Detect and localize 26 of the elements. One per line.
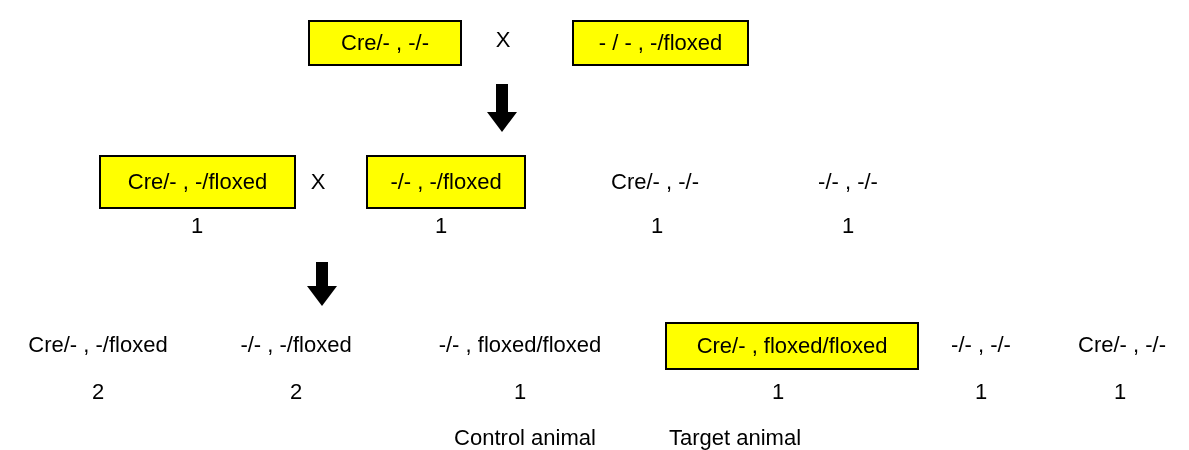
ratio-number: 1 xyxy=(190,213,204,239)
caption-label: Control animal xyxy=(454,425,596,450)
genotype-box: Cre/- , -/floxed xyxy=(99,155,296,209)
genotype-box: - / - , -/floxed xyxy=(572,20,749,66)
ratio-number: 2 xyxy=(289,379,303,405)
ratio-number: 1 xyxy=(771,379,785,405)
genotype-label: -/- , -/- xyxy=(818,169,878,195)
genotype-label: -/- , floxed/floxed xyxy=(438,332,602,358)
cross-symbol: X xyxy=(310,169,326,195)
genotype-label: Cre/- , -/- xyxy=(611,169,699,195)
genotype-box: Cre/- , floxed/floxed xyxy=(665,322,919,370)
ratio-number: 1 xyxy=(513,379,527,405)
ratio-number: 1 xyxy=(974,379,988,405)
genotype-box: Cre/- , -/- xyxy=(308,20,462,66)
genotype-label: -/- , -/- xyxy=(951,332,1011,358)
caption-label: Target animal xyxy=(668,425,802,450)
ratio-number: 2 xyxy=(91,379,105,405)
genotype-label: -/- , -/floxed xyxy=(240,332,352,358)
genotype-box: -/- , -/floxed xyxy=(366,155,526,209)
ratio-number: 1 xyxy=(434,213,448,239)
ratio-number: 1 xyxy=(1113,379,1127,405)
ratio-number: 1 xyxy=(650,213,664,239)
ratio-number: 1 xyxy=(841,213,855,239)
genotype-label: Cre/- , -/- xyxy=(1078,332,1166,358)
genotype-label: Cre/- , -/floxed xyxy=(28,332,168,358)
cross-symbol: X xyxy=(495,27,511,53)
